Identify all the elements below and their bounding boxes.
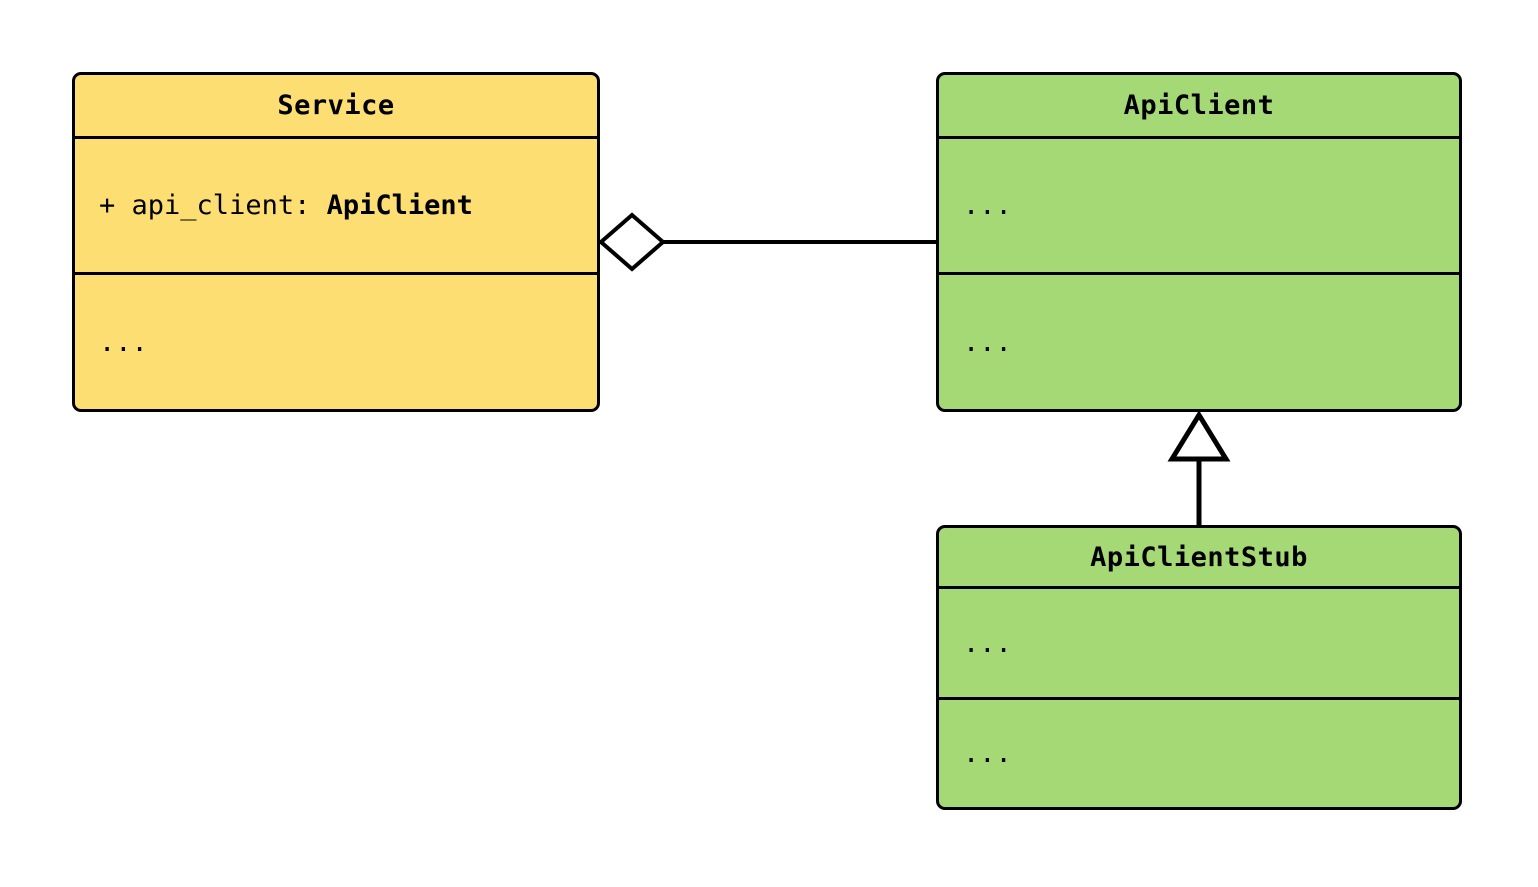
attributes-ellipsis-api-client: ... xyxy=(963,190,1012,221)
attribute-visibility-api-client: + xyxy=(99,190,116,221)
attribute-name-api-client: api_client xyxy=(131,190,295,221)
class-box-api-client-stub[interactable]: ApiClientStub ... ... xyxy=(936,525,1462,810)
relationship-generalization-stub-api-client[interactable] xyxy=(1167,410,1231,525)
operations-ellipsis-api-client: ... xyxy=(963,326,1012,358)
class-title-compartment-api-client-stub: ApiClientStub xyxy=(939,528,1459,586)
attributes-ellipsis-api-client-stub: ... xyxy=(963,627,1012,659)
class-name-api-client: ApiClient xyxy=(1123,90,1275,121)
operations-ellipsis-service: ... xyxy=(99,326,148,358)
attribute-api-client: + api_client: ApiClient xyxy=(75,190,473,221)
class-box-service[interactable]: Service + api_client: ApiClient ... xyxy=(72,72,600,412)
class-box-api-client[interactable]: ApiClient ... ... xyxy=(936,72,1462,412)
attribute-type-api-client: ApiClient xyxy=(326,190,473,221)
relationship-aggregation-service-api-client[interactable] xyxy=(597,212,936,272)
class-attributes-compartment-api-client-stub: ... xyxy=(939,586,1459,697)
class-name-api-client-stub: ApiClientStub xyxy=(1090,541,1308,573)
class-title-compartment-api-client: ApiClient xyxy=(939,75,1459,136)
class-attributes-compartment-service: + api_client: ApiClient xyxy=(75,136,597,272)
class-operations-compartment-service: ... xyxy=(75,272,597,409)
attribute-separator-api-client: : xyxy=(294,190,311,221)
class-operations-compartment-api-client-stub: ... xyxy=(939,697,1459,807)
hollow-triangle-icon xyxy=(1167,410,1231,462)
operations-ellipsis-api-client-stub: ... xyxy=(963,738,1012,769)
class-operations-compartment-api-client: ... xyxy=(939,272,1459,409)
class-name-service: Service xyxy=(277,90,395,121)
class-attributes-compartment-api-client: ... xyxy=(939,136,1459,272)
open-diamond-icon xyxy=(597,212,667,272)
class-title-compartment-service: Service xyxy=(75,75,597,136)
